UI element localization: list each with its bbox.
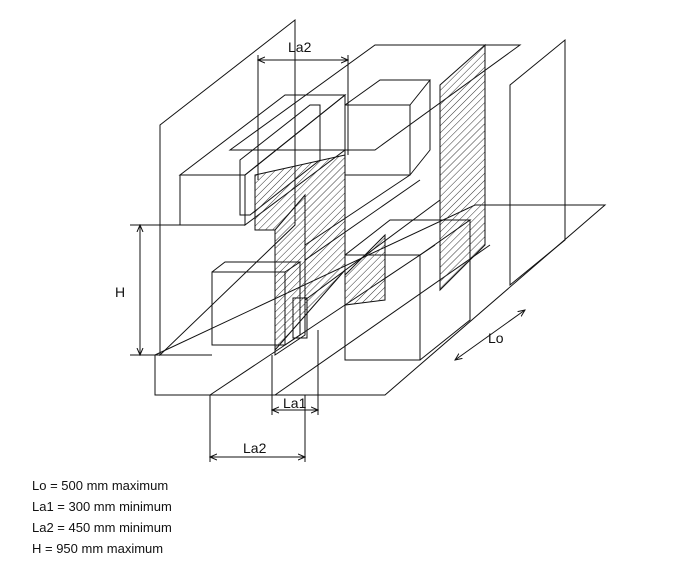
upper-counter-side xyxy=(244,93,346,226)
lower-cabinet-front xyxy=(211,271,286,346)
shelf-rail-3 xyxy=(304,199,441,301)
lower-cabinet-side xyxy=(284,262,301,346)
label-la2-top: La2 xyxy=(288,39,312,55)
legend-line: La2 = 450 mm minimum xyxy=(32,520,172,535)
label-h: H xyxy=(115,284,125,300)
back-box-top xyxy=(344,79,432,106)
upper-counter-front xyxy=(179,174,246,226)
legend-line: H = 950 mm maximum xyxy=(32,541,164,556)
shelf-rail-2 xyxy=(304,179,421,261)
dimension-legend: Lo = 500 mm maximum La1 = 300 mm minimum… xyxy=(32,475,172,559)
legend-line: Lo = 500 mm maximum xyxy=(32,478,169,493)
floor-plane xyxy=(154,204,607,396)
top-plane xyxy=(228,44,522,151)
lower-cabinet-top xyxy=(211,261,302,273)
back-box-side xyxy=(409,80,431,176)
dim-lo-line xyxy=(455,310,525,360)
right-hatched-panel xyxy=(439,43,486,292)
right-panel xyxy=(509,38,566,287)
upper-counter-window xyxy=(239,104,321,216)
label-la1: La1 xyxy=(283,395,307,411)
back-box-front xyxy=(344,104,411,176)
right-box-top xyxy=(344,219,472,256)
shelf-rail xyxy=(304,174,411,246)
cabinet-handle xyxy=(292,297,308,339)
label-lo: Lo xyxy=(488,330,504,346)
legend-line: La1 = 300 mm minimum xyxy=(32,499,172,514)
label-la2-bottom: La2 xyxy=(243,440,267,456)
right-box-hatch xyxy=(344,233,386,306)
middle-column xyxy=(274,193,306,356)
floor-divider xyxy=(209,244,436,396)
